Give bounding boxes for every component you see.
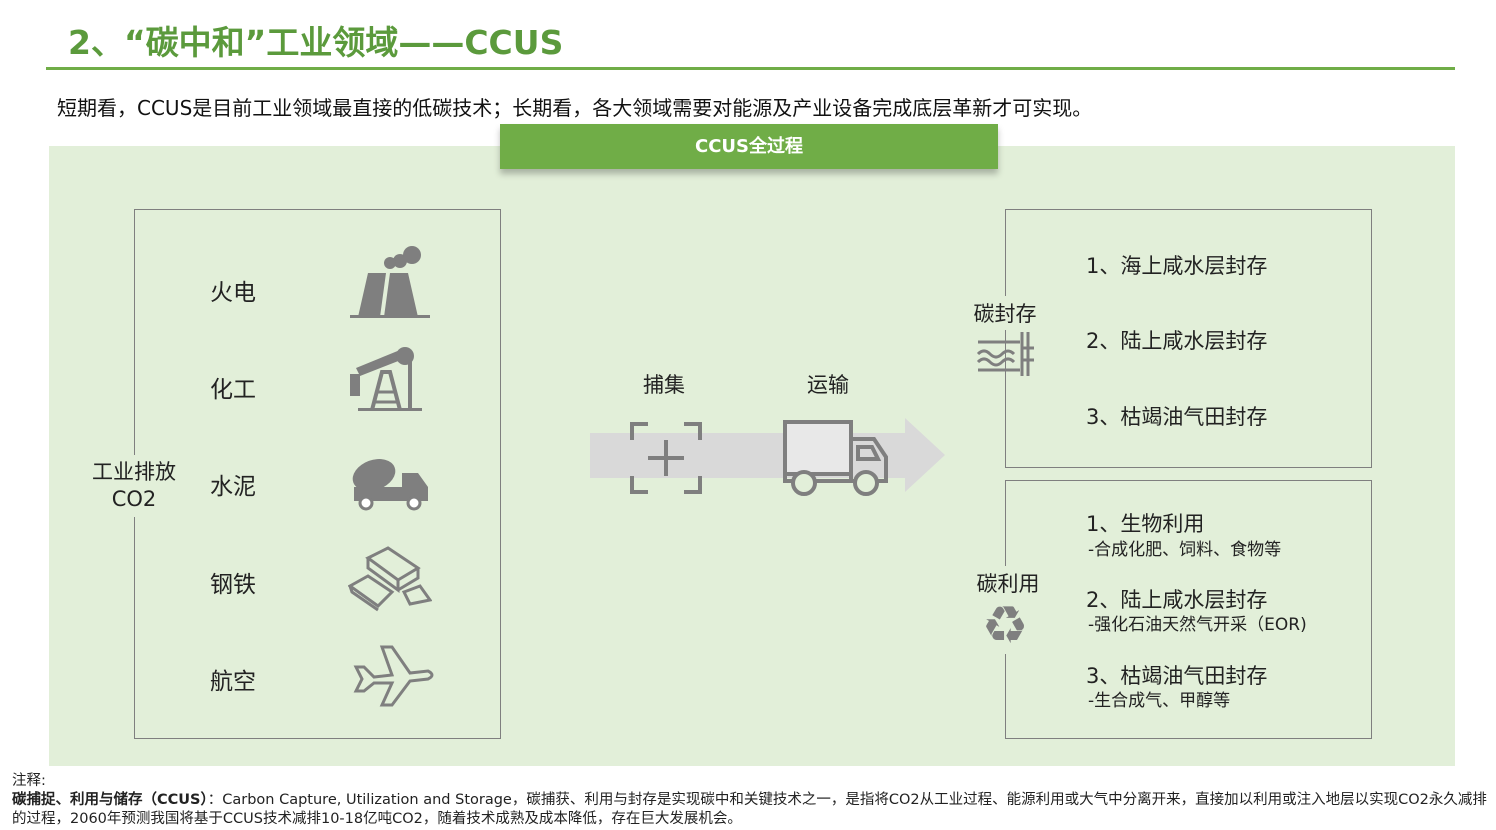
storage-box <box>1005 209 1372 468</box>
title-divider <box>46 67 1455 70</box>
cement-mixer-icon <box>352 459 428 511</box>
recycle-icon: ♻ <box>970 598 1040 654</box>
footnote-label: 注释: <box>12 773 46 789</box>
footnote: 注释: 碳捕捉、利用与储存（CCUS）：Carbon Capture, Util… <box>12 772 1492 829</box>
utilization-title: 碳利用 <box>968 566 1048 600</box>
source-label: 火电 <box>210 280 256 306</box>
utilization-item-title: 3、枯竭油气田封存 <box>1086 664 1268 688</box>
process-arrow <box>590 418 945 492</box>
source-label: 钢铁 <box>210 572 256 598</box>
capture-icon <box>630 422 702 494</box>
page-title: 2、“碳中和”工业领域——CCUS <box>68 23 564 62</box>
emission-label-line2: CO2 <box>111 487 157 511</box>
utilization-item-sub: -合成化肥、饲料、食物等 <box>1088 540 1282 560</box>
emission-label: 工业排放 CO2 <box>84 455 184 517</box>
ccus-process-banner: CCUS全过程 <box>500 124 998 169</box>
power-plant-icon <box>350 246 430 318</box>
source-label: 航空 <box>210 669 256 695</box>
utilization-item-title: 2、陆上咸水层封存 <box>1086 588 1268 612</box>
storage-item: 1、海上咸水层封存 <box>1086 254 1268 278</box>
subtitle: 短期看，CCUS是目前工业领域最直接的低碳技术；长期看，各大领域需要对能源及产业… <box>57 96 1093 120</box>
airplane-icon <box>353 645 434 707</box>
storage-item: 2、陆上咸水层封存 <box>1086 329 1268 353</box>
utilization-item-sub: -生合成气、甲醇等 <box>1088 691 1231 711</box>
truck-icon <box>783 420 888 496</box>
emission-sources-box <box>134 209 501 739</box>
emission-label-line1: 工业排放 <box>92 460 176 484</box>
utilization-item-sub: -强化石油天然气开采（EOR) <box>1088 615 1307 635</box>
storage-icon <box>976 332 1034 376</box>
footnote-text: ：Carbon Capture, Utilization and Storage… <box>12 792 1487 827</box>
storage-item: 3、枯竭油气田封存 <box>1086 405 1268 429</box>
source-label: 化工 <box>210 377 256 403</box>
capture-label: 捕集 <box>643 373 685 397</box>
footnote-term: 碳捕捉、利用与储存（CCUS） <box>12 792 208 808</box>
source-label: 水泥 <box>210 474 256 500</box>
steel-ingots-icon <box>348 546 432 612</box>
utilization-item-title: 1、生物利用 <box>1086 512 1205 536</box>
oil-pump-icon <box>350 347 422 411</box>
storage-title: 碳封存 <box>965 296 1045 330</box>
transport-label: 运输 <box>807 373 849 397</box>
